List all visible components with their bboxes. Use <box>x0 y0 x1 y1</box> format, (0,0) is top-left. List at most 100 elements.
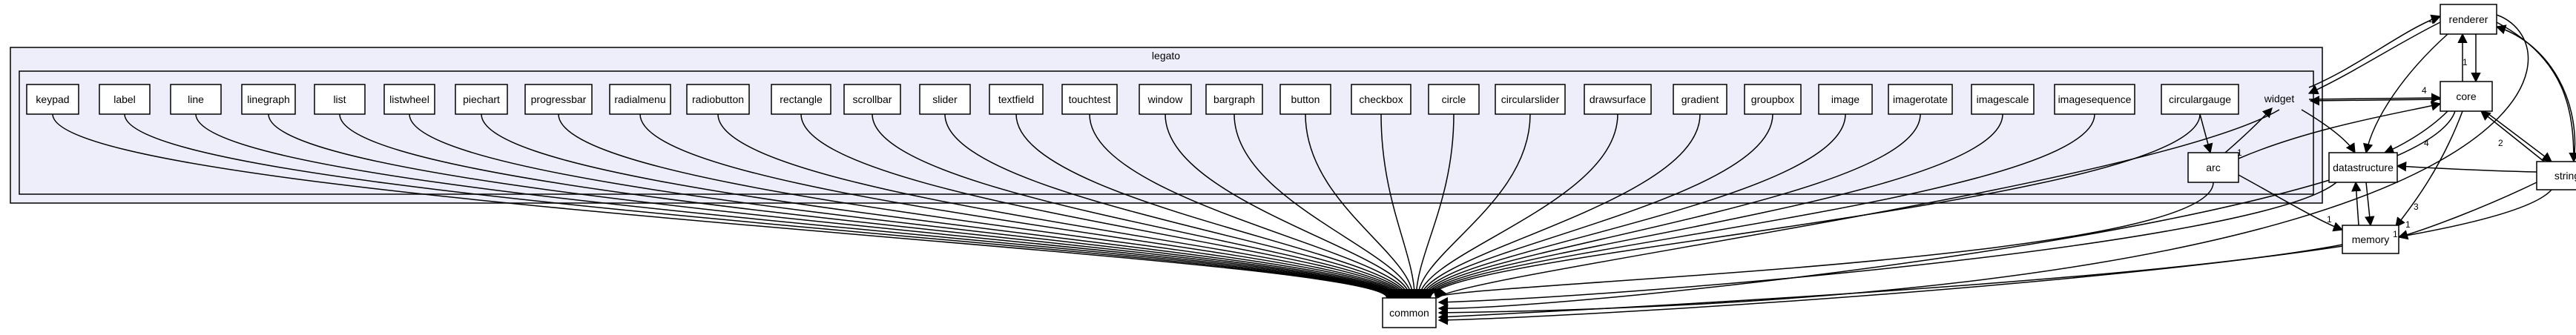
edge-memory-datastructure <box>2351 181 2362 226</box>
node-memory[interactable]: memory <box>2342 225 2399 254</box>
node-string-box <box>2536 161 2576 190</box>
nodes: keypad label line linegraph list listwheel pie… <box>26 4 2576 328</box>
edge-label-widget-core: 4 <box>2422 85 2427 96</box>
node-progressbar[interactable]: progressbar <box>524 84 593 115</box>
edge-renderer-datastructure <box>2362 33 2448 154</box>
edge-label-string-core: 2 <box>2498 138 2503 148</box>
node-groupbox-label: groupbox <box>1751 93 1794 105</box>
node-circularslider[interactable]: circularslider <box>1495 84 1566 115</box>
node-imagerotate[interactable]: imagerotate <box>1888 84 1953 115</box>
node-circulargauge[interactable]: circulargauge <box>2161 84 2239 115</box>
node-core[interactable]: core <box>2440 81 2493 112</box>
edge-label-string-memory: 1 <box>2405 219 2411 230</box>
node-renderer-box <box>2440 4 2497 35</box>
node-slider-label: slider <box>932 93 958 105</box>
node-checkbox-label: checkbox <box>1359 93 1403 105</box>
node-rectangle-box <box>771 84 831 115</box>
node-renderer[interactable]: renderer <box>2440 4 2497 35</box>
node-circulargauge-box <box>2161 84 2239 115</box>
node-imagescale[interactable]: imagescale <box>1971 84 2035 115</box>
node-list[interactable]: list <box>314 84 366 115</box>
edge-list-common <box>339 113 1398 299</box>
node-textfield[interactable]: textfield <box>989 84 1044 115</box>
node-bargraph[interactable]: bargraph <box>1205 84 1263 115</box>
node-drawsurface[interactable]: drawsurface <box>1584 84 1652 115</box>
node-arc-box <box>2187 152 2239 183</box>
edge-keypad-common <box>52 113 1392 299</box>
node-groupbox[interactable]: groupbox <box>1744 84 1802 115</box>
edge-core-datastructure <box>2383 110 2448 154</box>
node-radiobutton-label: radiobutton <box>692 93 744 105</box>
node-circulargauge-label: circulargauge <box>2169 93 2231 105</box>
node-bargraph-label: bargraph <box>1213 93 1255 105</box>
edge-arc-common <box>1433 182 2214 299</box>
node-radiobutton[interactable]: radiobutton <box>686 84 750 115</box>
node-linegraph[interactable]: linegraph <box>241 84 296 115</box>
node-bargraph-box <box>1205 84 1263 115</box>
node-touchtest-label: touchtest <box>1069 93 1111 105</box>
node-gradient[interactable]: gradient <box>1673 84 1727 115</box>
edge-renderer-string <box>2496 21 2576 163</box>
node-line-box <box>170 84 222 115</box>
node-line-label: line <box>188 93 204 105</box>
node-imagesequence-box <box>2054 84 2135 115</box>
node-image-box <box>1818 84 1873 115</box>
node-radialmenu-label: radialmenu <box>614 93 665 105</box>
node-line[interactable]: line <box>170 84 222 115</box>
node-common-label: common <box>1389 307 1429 319</box>
node-listwheel[interactable]: listwheel <box>383 84 435 115</box>
node-rectangle[interactable]: rectangle <box>771 84 831 115</box>
edge-groupbox-common <box>1417 113 1773 299</box>
node-touchtest-box <box>1061 84 1118 115</box>
node-piechart[interactable]: piechart <box>455 84 508 115</box>
edge-string-common <box>1437 189 2552 325</box>
node-touchtest[interactable]: touchtest <box>1061 84 1118 115</box>
edge-datastructure-common <box>1437 182 2337 308</box>
node-keypad-box <box>26 84 79 115</box>
node-listwheel-label: listwheel <box>389 93 429 105</box>
node-scrollbar-label: scrollbar <box>853 93 892 105</box>
node-gradient-label: gradient <box>1681 93 1719 105</box>
node-string[interactable]: string <box>2536 161 2576 190</box>
node-renderer-label: renderer <box>2449 13 2488 25</box>
node-datastructure[interactable]: datastructure <box>2328 152 2398 183</box>
edge-widget-common <box>1437 109 2280 299</box>
edge-core-memory <box>2395 110 2463 228</box>
node-linegraph-label: linegraph <box>247 93 290 105</box>
edge-textfield-common <box>1015 113 1412 299</box>
node-window[interactable]: window <box>1139 84 1192 115</box>
edges <box>52 14 2576 325</box>
node-label[interactable]: label <box>99 84 151 115</box>
edge-label-core-memory: 1 <box>2393 229 2398 239</box>
node-common-box <box>1382 297 1437 328</box>
node-button-box <box>1279 84 1331 115</box>
node-imagesequence-label: imagesequence <box>2058 93 2132 105</box>
edge-core-string <box>2484 110 2553 162</box>
node-textfield-box <box>989 84 1044 115</box>
node-keypad[interactable]: keypad <box>26 84 79 115</box>
node-scrollbar[interactable]: scrollbar <box>843 84 901 115</box>
node-core-label: core <box>2456 90 2476 102</box>
node-scrollbar-box <box>843 84 901 115</box>
node-progressbar-box <box>524 84 593 115</box>
edge-rectangle-common <box>800 113 1408 299</box>
node-radialmenu[interactable]: radialmenu <box>609 84 671 115</box>
node-checkbox[interactable]: checkbox <box>1351 84 1411 115</box>
node-button[interactable]: button <box>1279 84 1331 115</box>
node-imagescale-label: imagescale <box>1977 93 2029 105</box>
node-image[interactable]: image <box>1818 84 1873 115</box>
node-circle[interactable]: circle <box>1428 84 1480 115</box>
node-string-label: string <box>2554 170 2576 182</box>
node-common[interactable]: common <box>1382 297 1437 328</box>
node-imagesequence[interactable]: imagesequence <box>2054 84 2135 115</box>
node-arc[interactable]: arc <box>2187 152 2239 183</box>
node-slider[interactable]: slider <box>919 84 971 115</box>
edge-label-core-renderer: 1 <box>2463 57 2468 67</box>
edge-renderer-widget <box>2307 21 2441 95</box>
edge-renderer-common <box>1437 14 2529 318</box>
node-imagerotate-box <box>1888 84 1953 115</box>
node-memory-box <box>2342 225 2399 254</box>
node-button-label: button <box>1291 93 1320 105</box>
node-imagescale-box <box>1971 84 2035 115</box>
